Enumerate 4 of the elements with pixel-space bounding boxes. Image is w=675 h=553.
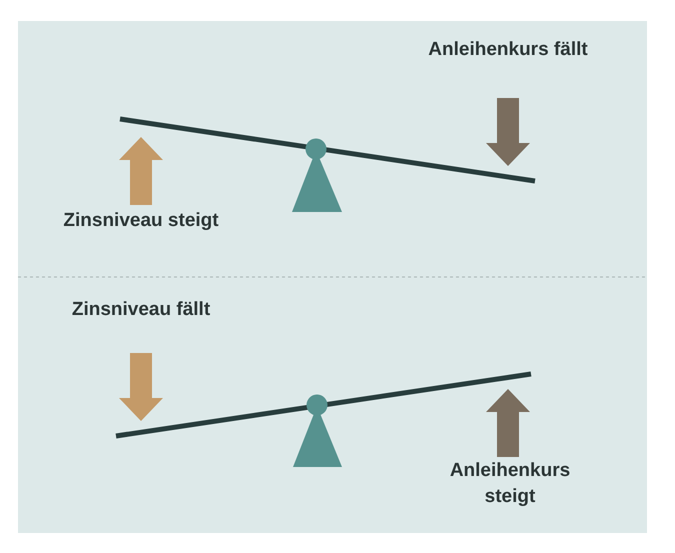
seesaw-label: Zinsniveau fällt	[70, 298, 212, 322]
seesaw-label: Anleihenkurs fällt	[428, 38, 588, 62]
seesaw-label: Zinsniveau steigt	[62, 209, 220, 233]
seesaw-label: Anleihenkurs steigt	[448, 459, 572, 509]
